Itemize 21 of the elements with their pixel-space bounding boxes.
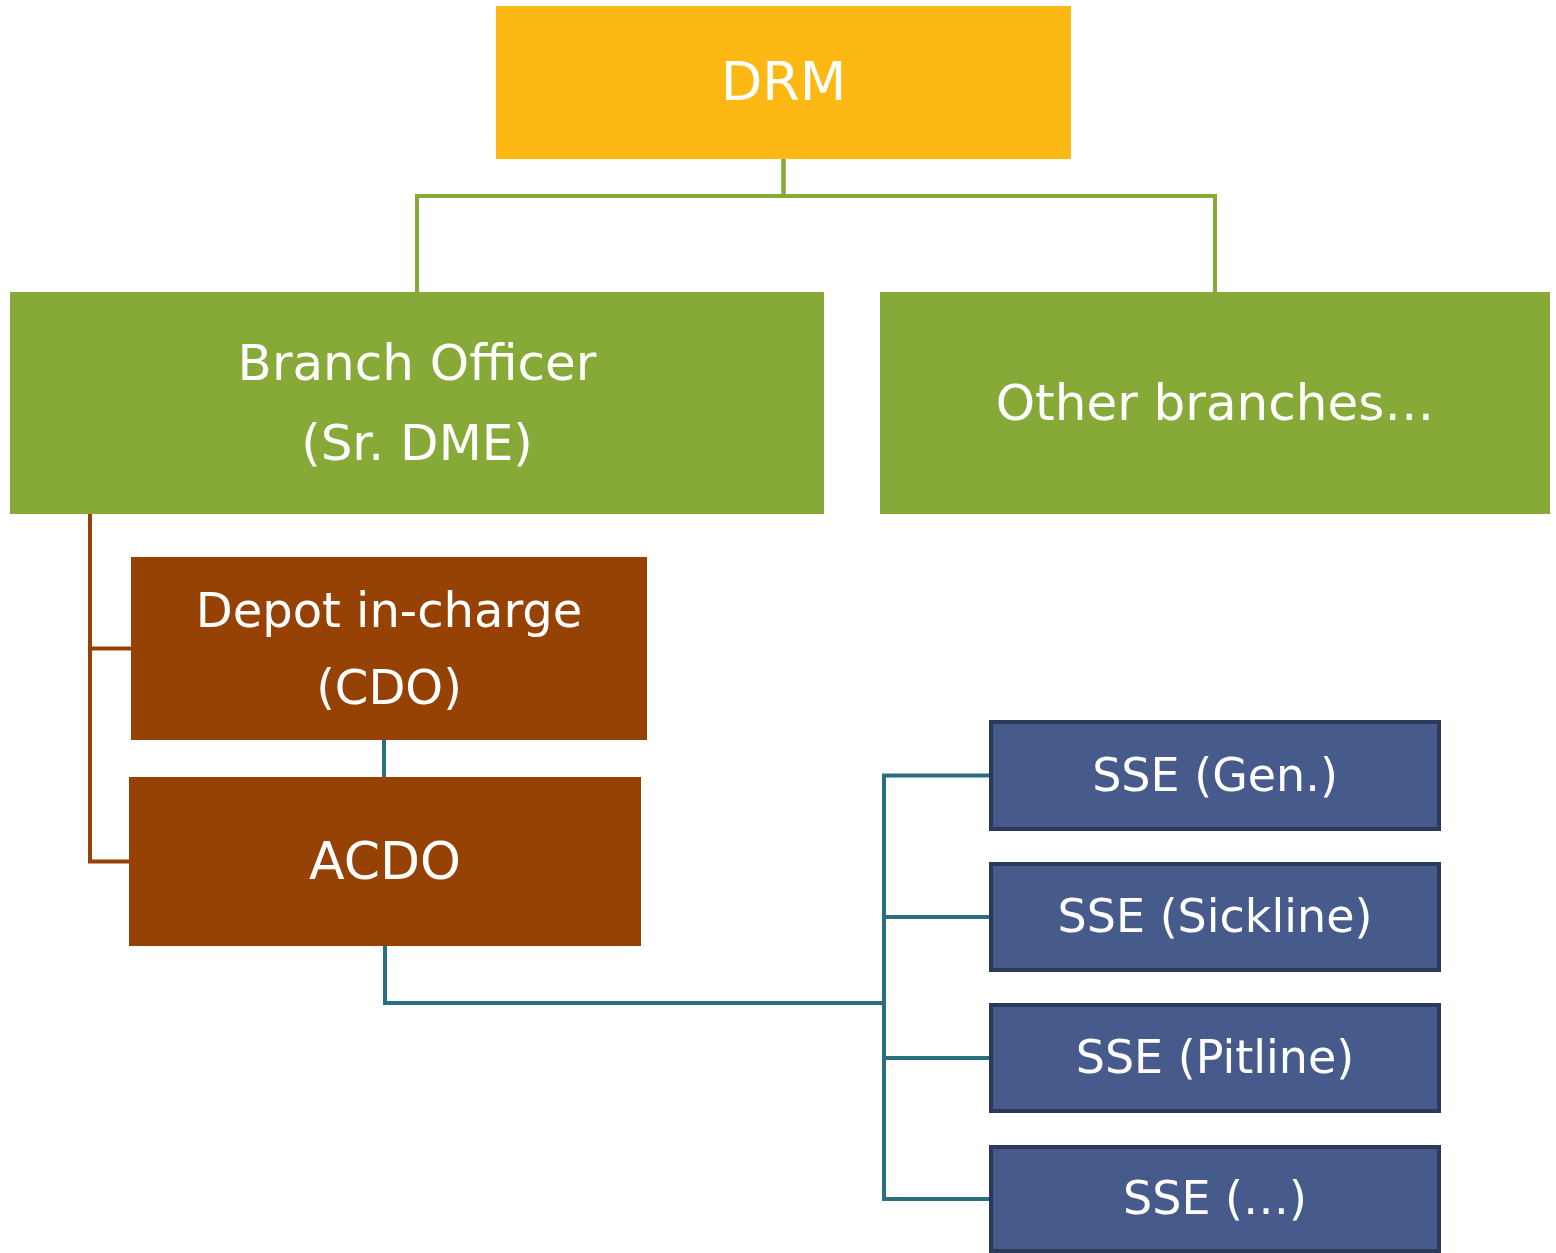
box-label: Branch Officer (Sr. DME) [236,333,598,474]
connector-line [382,740,386,777]
box-label: Other branches… [995,373,1435,434]
box-label: DRM [720,49,847,116]
org-box [989,1003,1441,1113]
box-label: Depot in-charge (CDO) [194,580,584,717]
box-label: SSE (Gen.) [1092,746,1338,804]
org-box [131,557,647,740]
org-box [989,862,1441,972]
box-label: ACDO [309,829,461,893]
org-box [880,292,1550,514]
org-box [129,777,641,946]
org-box [989,1145,1441,1253]
connector-line [781,159,1217,292]
box-label: SSE (Sickline) [1057,888,1373,946]
org-box [10,292,824,514]
connector-line [88,514,129,864]
box-label: SSE (Pitline) [1075,1029,1355,1087]
org-box [989,720,1441,831]
org-box [496,6,1071,159]
box-label: SSE (…) [1123,1170,1307,1228]
